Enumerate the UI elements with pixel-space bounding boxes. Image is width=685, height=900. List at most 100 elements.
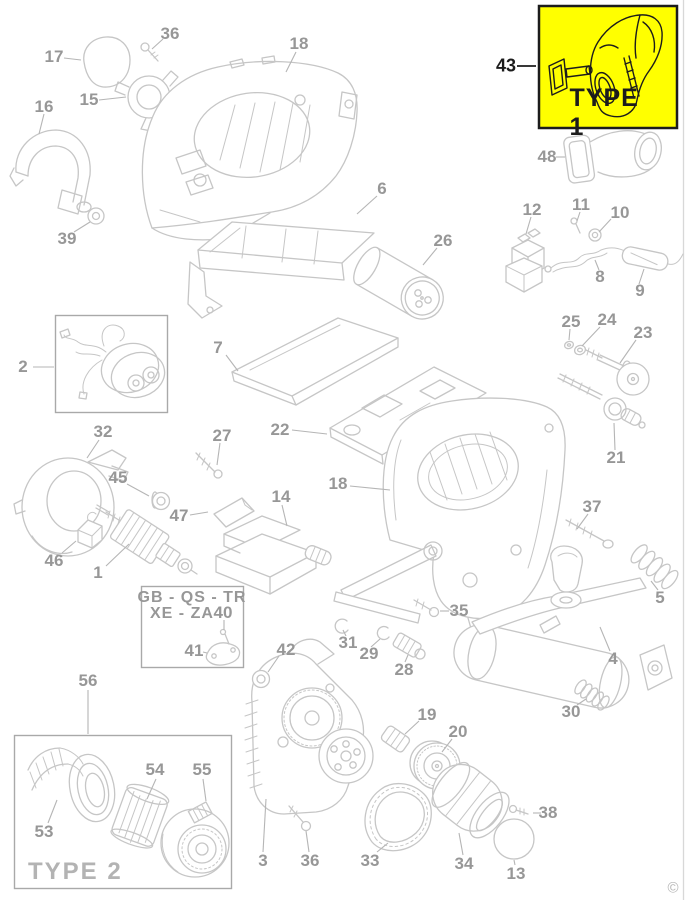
part-label-4-38: 4 [608, 649, 618, 668]
part-label-56-40: 56 [78, 671, 98, 690]
part-label-28-39: 28 [394, 660, 414, 679]
part-5-spring-drawing [630, 544, 679, 590]
part-42-grommet-drawing [251, 669, 271, 689]
part-label-36-1: 36 [160, 24, 180, 43]
part-label-3-49: 3 [258, 851, 268, 870]
part-33-belt-drawing [364, 783, 432, 852]
part-32-shroud-drawing [13, 449, 129, 557]
part-label-2-18: 2 [18, 357, 28, 376]
part-label-1-30: 1 [93, 563, 103, 582]
part-48-adapter-drawing [563, 130, 662, 184]
part-label-12-9: 12 [522, 200, 542, 219]
part-36-screw-top-drawing [140, 42, 159, 62]
type2-variant-box [13, 734, 233, 890]
part-label-48-6: 48 [537, 147, 557, 166]
part-40-screw-drawing [219, 628, 230, 645]
part-7-platen-drawing [231, 317, 399, 406]
variant-code-line2: XE - ZA [150, 605, 214, 622]
part-8-wiring-drawing [544, 247, 628, 273]
part-11-screw-drawing [570, 217, 581, 234]
part-label-45-24: 45 [108, 468, 128, 487]
variant-code-box [140, 585, 245, 669]
type2-title: TYPE 2 [28, 858, 123, 885]
part-30-spring-drawing [574, 679, 610, 711]
part-label-24-16: 24 [597, 310, 617, 329]
part-label-18-25: 18 [328, 474, 348, 493]
part-2-field-box [54, 314, 169, 414]
part-22-baseplate-drawing [329, 366, 487, 465]
part-label-38-46: 38 [538, 803, 558, 822]
part-label-10-11: 10 [610, 203, 630, 222]
part-label-36-50: 36 [300, 851, 320, 870]
part-45-bearing-drawing [151, 491, 171, 511]
part-34-roller-drawing [431, 761, 510, 839]
part-label-32-21: 32 [93, 422, 113, 441]
part-label-15-5: 15 [79, 90, 99, 109]
part-label-25-15: 25 [561, 312, 581, 331]
part-47-label-drawing [213, 497, 255, 528]
part-label-41-36: 41 [184, 641, 204, 660]
part-label-18-2: 18 [289, 34, 309, 53]
part-label-54-44: 54 [145, 760, 165, 779]
part-12-switch-drawing [505, 228, 545, 293]
part-label-53-47: 53 [34, 822, 54, 841]
part-18-housing-mid-drawing [340, 397, 566, 633]
part-label-26-12: 26 [433, 231, 453, 250]
part-label-43-3: 43 [495, 55, 517, 76]
part-18-housing-top-drawing [141, 55, 358, 241]
type1-highlight-box [537, 4, 679, 130]
part-28-roller-pin-drawing [392, 632, 426, 660]
part-41-gasket-drawing [205, 642, 241, 666]
part-label-37-27: 37 [582, 497, 602, 516]
part-label-27-22: 27 [212, 426, 232, 445]
part-label-34-51: 34 [454, 854, 474, 873]
part-13-ball-drawing [493, 818, 535, 860]
part-14-mount-drawing [215, 515, 332, 595]
part-label-23-17: 23 [633, 323, 653, 342]
part-53-hose-drawing [27, 747, 116, 823]
part-label-29-37: 29 [359, 644, 379, 663]
part-label-46-29: 46 [44, 551, 64, 570]
part-31-circlip-drawing [334, 618, 349, 634]
part-label-9-14: 9 [635, 281, 645, 300]
part-label-42-35: 42 [276, 640, 296, 659]
part-43-dustbag-drawing [589, 14, 663, 118]
leader-lines [33, 38, 659, 866]
part-46-brush-holder-drawing [77, 511, 103, 549]
part-label-55-45: 55 [192, 760, 212, 779]
part-label-6-8: 6 [377, 179, 387, 198]
part-25-washer-drawing [563, 340, 575, 350]
part-label-30-41: 30 [561, 702, 581, 721]
part-label-16-4: 16 [34, 97, 54, 116]
part-label-13-52: 13 [506, 864, 526, 883]
variant-code-line1: GB - QS - TR [137, 589, 247, 606]
part-1-armature-drawing [95, 504, 198, 575]
part-10-nut-drawing [588, 228, 602, 242]
part-37-screw-drawing [565, 518, 614, 549]
part-39-grommet-drawing [87, 207, 105, 225]
part-27-screw-drawing [195, 452, 223, 479]
part-23-shaft-pulley-drawing [585, 347, 650, 396]
part-29-clip-drawing [376, 625, 390, 641]
part-label-8-13: 8 [595, 267, 605, 286]
part-label-35-32: 35 [449, 601, 469, 620]
part-label-20-43: 20 [448, 722, 468, 741]
copyright-mark: © [667, 879, 679, 897]
part-21-spindle-drawing [557, 373, 646, 429]
part-4-lever-drawing [333, 545, 647, 635]
part-label-19-42: 19 [417, 705, 437, 724]
part-54-filter-drawing [110, 783, 170, 849]
part-17-knob-drawing [83, 36, 131, 88]
part-label-31-34: 31 [338, 633, 358, 652]
part-19-pinion-drawing [380, 725, 411, 753]
part-label-14-26: 14 [271, 487, 291, 506]
part-label-5-31: 5 [655, 588, 665, 607]
type1-title: TYPE 1 [569, 84, 639, 141]
part-label-11-10: 11 [572, 195, 590, 214]
part-55-canister-drawing [160, 801, 230, 878]
part-38-screw-drawing [508, 804, 529, 816]
part-16-handle-drawing [9, 129, 92, 215]
part-35-screw-drawing [413, 598, 440, 618]
part-9-cord-guard-drawing [621, 246, 684, 271]
